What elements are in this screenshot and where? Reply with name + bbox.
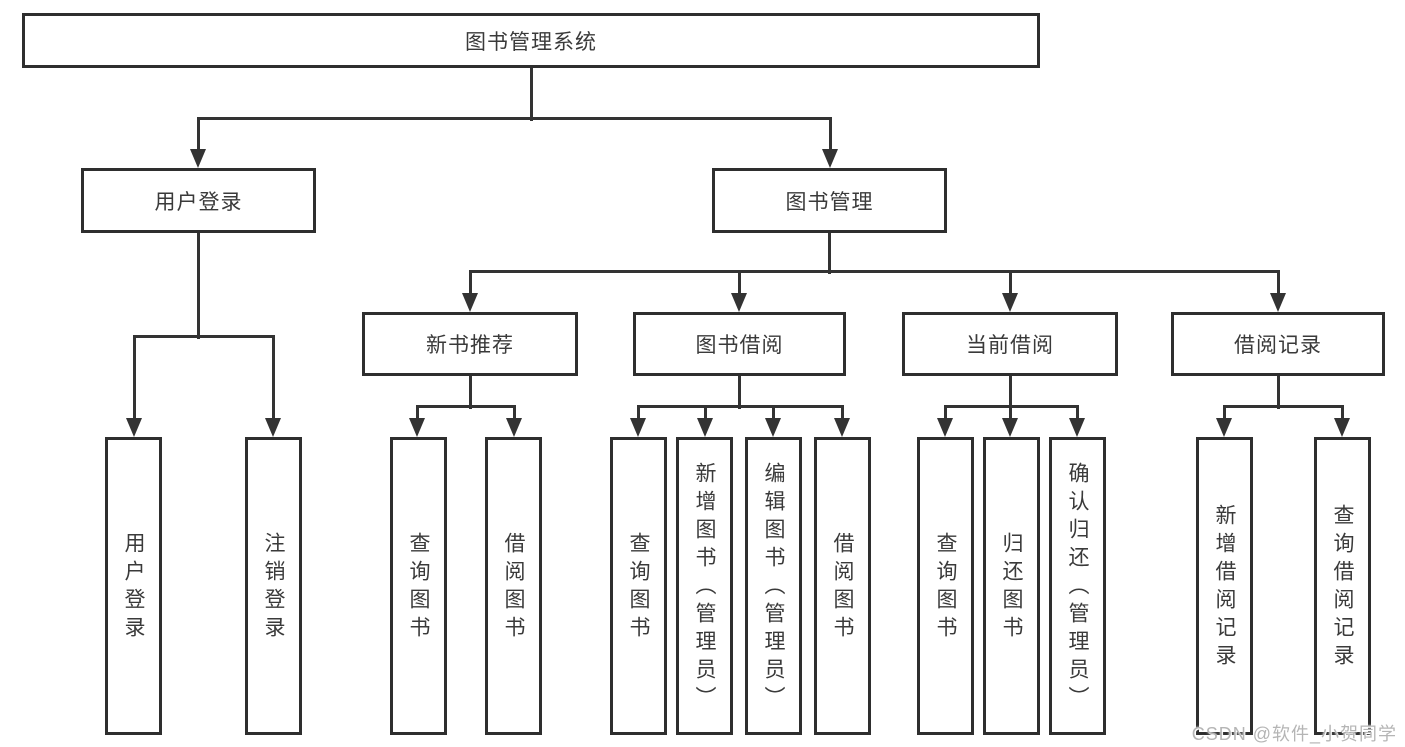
connector-hline [196, 116, 832, 120]
arrow-down-icon [462, 293, 478, 312]
arrow-down-icon [937, 418, 953, 437]
connector-arrow-stem [196, 118, 200, 156]
connector-arrow-stem [737, 271, 741, 300]
csdn-watermark: CSDN @软件_小贺同学 [1191, 724, 1397, 744]
node-user-login: 用户登录 [105, 437, 162, 735]
node-rec-query: 查询图书 [390, 437, 447, 735]
arrow-down-icon [822, 149, 838, 168]
arrow-down-icon [1002, 293, 1018, 312]
node-root: 图书管理系统 [22, 13, 1040, 68]
node-bor-add: 新增图书（管理员） [676, 437, 733, 735]
connector-vline [196, 233, 200, 339]
arrow-down-icon [1216, 418, 1232, 437]
arrow-down-icon [265, 418, 281, 437]
connector-arrow-stem [840, 406, 844, 425]
arrow-down-icon [834, 418, 850, 437]
connector-hline [415, 404, 516, 408]
node-borrow: 图书借阅 [633, 312, 846, 376]
connector-arrow-stem [828, 118, 832, 156]
connector-vline [737, 376, 741, 409]
connector-arrow-stem [943, 406, 947, 425]
arrow-down-icon [190, 149, 206, 168]
connector-hline [1222, 404, 1344, 408]
arrow-down-icon [1334, 418, 1350, 437]
connector-arrow-stem [1008, 406, 1012, 425]
node-login: 用户登录 [81, 168, 316, 233]
node-bor-query: 查询图书 [610, 437, 667, 735]
arrow-down-icon [126, 418, 142, 437]
arrow-down-icon [731, 293, 747, 312]
connector-hline [468, 269, 1280, 273]
connector-arrow-stem [771, 406, 775, 425]
connector-vline [1276, 376, 1280, 409]
node-rec-borrow: 借阅图书 [485, 437, 542, 735]
connector-vline [468, 376, 472, 409]
connector-hline [132, 334, 275, 338]
connector-vline [529, 68, 533, 121]
connector-arrow-stem [1340, 406, 1344, 425]
node-cur-confirm: 确认归还（管理员） [1049, 437, 1106, 735]
connector-arrow-stem [468, 271, 472, 300]
node-log-query: 查询借阅记录 [1314, 437, 1371, 735]
node-cur-return: 归还图书 [983, 437, 1040, 735]
arrow-down-icon [506, 418, 522, 437]
connector-vline [827, 233, 831, 274]
node-bor-edit: 编辑图书（管理员） [745, 437, 802, 735]
arrow-down-icon [1069, 418, 1085, 437]
connector-arrow-stem [512, 406, 516, 425]
connector-arrow-stem [271, 336, 275, 425]
node-recommend: 新书推荐 [362, 312, 578, 376]
connector-arrow-stem [636, 406, 640, 425]
arrow-down-icon [697, 418, 713, 437]
arrow-down-icon [1002, 418, 1018, 437]
connector-arrow-stem [1276, 271, 1280, 300]
node-log-add: 新增借阅记录 [1196, 437, 1253, 735]
connector-arrow-stem [132, 336, 136, 425]
node-records: 借阅记录 [1171, 312, 1385, 376]
node-mgmt: 图书管理 [712, 168, 947, 233]
node-logout: 注销登录 [245, 437, 302, 735]
arrow-down-icon [1270, 293, 1286, 312]
node-current: 当前借阅 [902, 312, 1118, 376]
node-bor-borrow: 借阅图书 [814, 437, 871, 735]
connector-arrow-stem [703, 406, 707, 425]
connector-arrow-stem [1222, 406, 1226, 425]
connector-arrow-stem [415, 406, 419, 425]
arrow-down-icon [409, 418, 425, 437]
connector-vline [1008, 376, 1012, 409]
connector-arrow-stem [1008, 271, 1012, 300]
connector-arrow-stem [1075, 406, 1079, 425]
arrow-down-icon [765, 418, 781, 437]
arrow-down-icon [630, 418, 646, 437]
node-cur-query: 查询图书 [917, 437, 974, 735]
